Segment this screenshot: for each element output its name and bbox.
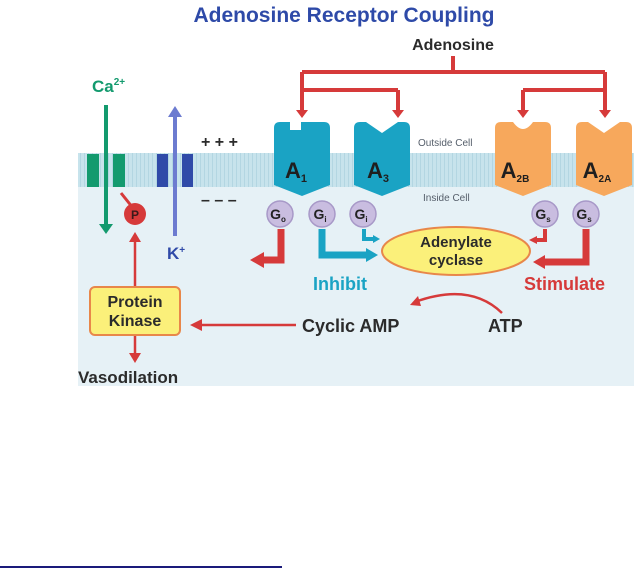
receptor-a2b-label: A2B xyxy=(501,158,530,185)
svg-text:Gs: Gs xyxy=(535,206,551,224)
go-arrowhead xyxy=(250,252,264,268)
receptor-a2a-label: A2A xyxy=(583,158,612,185)
atp-label: ATP xyxy=(488,316,523,336)
svg-text:Go: Go xyxy=(270,206,286,224)
adenosine-branch-arrows xyxy=(300,56,607,110)
camp-to-kinase-arrowhead xyxy=(190,319,202,331)
calcium-channel-right xyxy=(113,154,125,187)
potassium-arrowhead xyxy=(168,106,182,117)
atp-to-camp-arrowhead xyxy=(410,296,421,306)
potassium-channel-right xyxy=(182,154,193,187)
svg-text:Gi: Gi xyxy=(354,206,367,224)
receptor-a1 xyxy=(274,122,330,196)
atp-to-camp-arrow xyxy=(414,292,503,314)
kinase-to-vasodilation-arrowhead xyxy=(129,353,141,363)
svg-text:Gs: Gs xyxy=(576,206,592,224)
gi-a3-inhibit-arrow xyxy=(362,229,374,241)
gs-a2a-arrowhead xyxy=(533,255,545,269)
adenylate-cyclase-line1: Adenylate xyxy=(420,234,492,251)
g-protein-gs-a2b: Gs xyxy=(531,200,559,228)
outside-cell-label: Outside Cell xyxy=(418,138,472,149)
potassium-ion-label: K+ xyxy=(167,244,185,263)
adenosine-arrowheads xyxy=(296,110,611,118)
stimulate-label: Stimulate xyxy=(524,274,605,294)
calcium-channel-left xyxy=(87,154,99,187)
receptor-a2b xyxy=(495,122,551,196)
kinase-to-phosphate-arrowhead xyxy=(129,232,141,242)
gi-a1-inhibit-arrow xyxy=(318,229,368,259)
gs-a2a-stimulate-arrow xyxy=(543,229,590,266)
protein-kinase-line2: Kinase xyxy=(109,313,162,330)
g-protein-go: Go xyxy=(266,200,294,228)
receptor-a3-label: A3 xyxy=(367,158,389,185)
receptor-a1-label: A1 xyxy=(285,158,307,185)
receptor-a3 xyxy=(354,122,410,196)
inhibit-label: Inhibit xyxy=(313,274,367,294)
protein-kinase-line1: Protein xyxy=(107,294,162,311)
go-pathway-arrow xyxy=(262,229,285,264)
inside-cell-label: Inside Cell xyxy=(423,193,470,204)
diagram-title: Adenosine Receptor Coupling xyxy=(193,4,494,27)
cyclic-amp-label: Cyclic AMP xyxy=(302,316,399,336)
gs-a2b-arrowhead xyxy=(529,236,537,244)
receptor-a2a xyxy=(576,122,632,196)
potassium-channel-left xyxy=(157,154,168,187)
gi-a3-arrowhead xyxy=(373,235,380,243)
footer-rule xyxy=(0,566,282,568)
protein-kinase-box xyxy=(89,286,181,336)
svg-text:Gi: Gi xyxy=(313,206,326,224)
g-protein-gs-a2a: Gs xyxy=(572,200,600,228)
calcium-arrowhead xyxy=(99,224,113,234)
adenylate-cyclase xyxy=(381,226,531,276)
gs-a2b-stimulate-arrow xyxy=(536,229,547,242)
calcium-ion-label: Ca2+ xyxy=(92,77,125,96)
phosphate-label: P xyxy=(131,208,139,222)
adenosine-label: Adenosine xyxy=(412,37,494,54)
g-protein-gi-a1: Gi xyxy=(308,200,336,228)
gi-a1-arrowhead xyxy=(366,248,378,262)
adenylate-cyclase-line2: cyclase xyxy=(429,252,483,269)
inside-charge: – – – xyxy=(201,192,237,209)
g-protein-gi-a3: Gi xyxy=(349,200,377,228)
cell-interior xyxy=(78,153,634,386)
vasodilation-label: Vasodilation xyxy=(78,368,178,387)
phosphate-circle xyxy=(124,203,146,225)
outside-charge: + + + xyxy=(201,134,238,151)
